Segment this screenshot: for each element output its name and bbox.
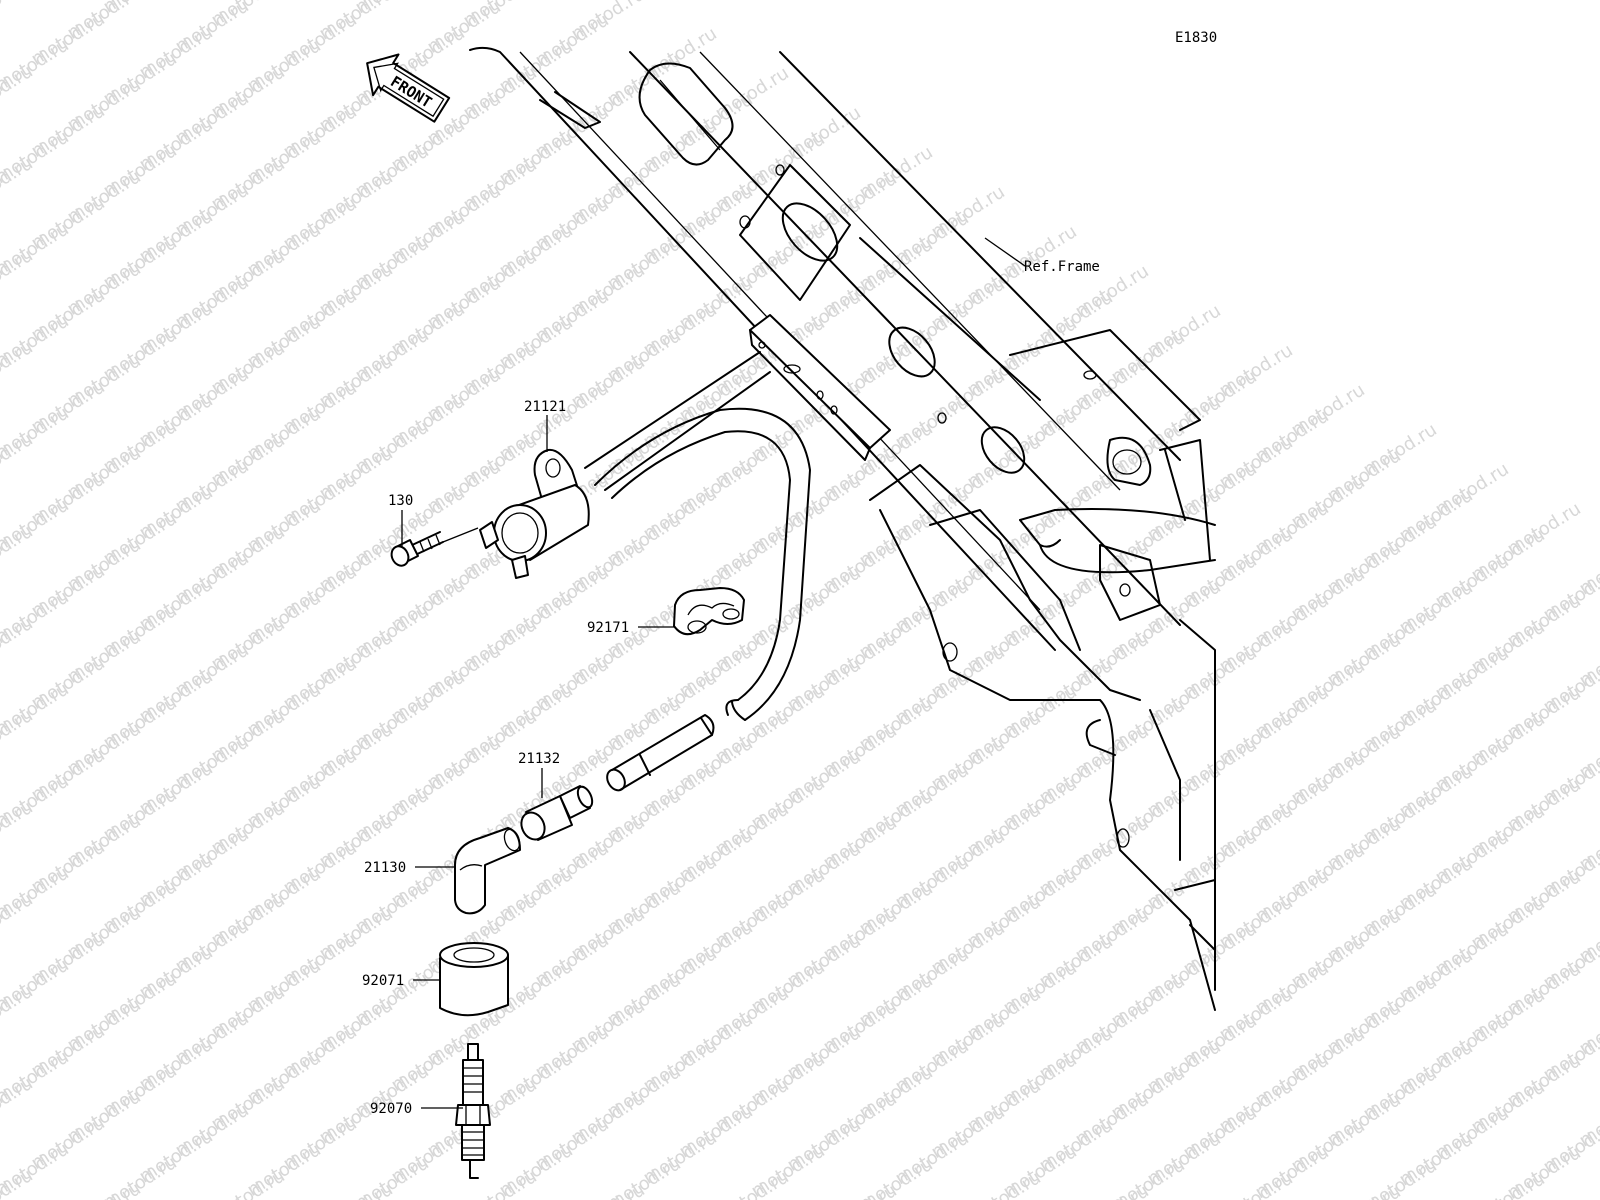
watermark-text: motod.ru: [64, 1178, 145, 1200]
callout-92071: 92071: [362, 973, 404, 989]
watermark-text: motod.ru: [0, 0, 37, 30]
watermark-text: motod.ru: [1576, 1182, 1600, 1200]
frame-reference: [469, 46, 1216, 1011]
cap-seal: [439, 942, 509, 1017]
ignition-coil-lead: [584, 314, 891, 792]
spark-plug-cap: [454, 827, 521, 915]
callout-21132: 21132: [518, 751, 560, 767]
lead-clamp: [673, 587, 745, 636]
callout-92070: 92070: [370, 1101, 412, 1117]
callouts: 21121 130 92171 21132 21130 92071 92070: [362, 399, 675, 1117]
watermark-text: motod.ru: [568, 1179, 649, 1200]
watermark-text: motod.ru: [316, 1179, 397, 1200]
cap-fitting: [520, 785, 594, 841]
callout-21130: 21130: [364, 860, 406, 876]
flanged-bolt: [390, 527, 479, 567]
reference-frame-label: Ref.Frame: [1024, 259, 1100, 275]
front-direction-arrow: FRONT: [366, 53, 451, 123]
callout-92171: 92171: [587, 620, 629, 636]
callout-130: 130: [388, 493, 413, 509]
watermark-text: motod.ru: [208, 1165, 289, 1200]
diagram-code: E1830: [1175, 30, 1217, 46]
ignition-coil: [479, 448, 590, 579]
callout-21121: 21121: [524, 399, 566, 415]
spark-plug: [455, 1043, 491, 1179]
